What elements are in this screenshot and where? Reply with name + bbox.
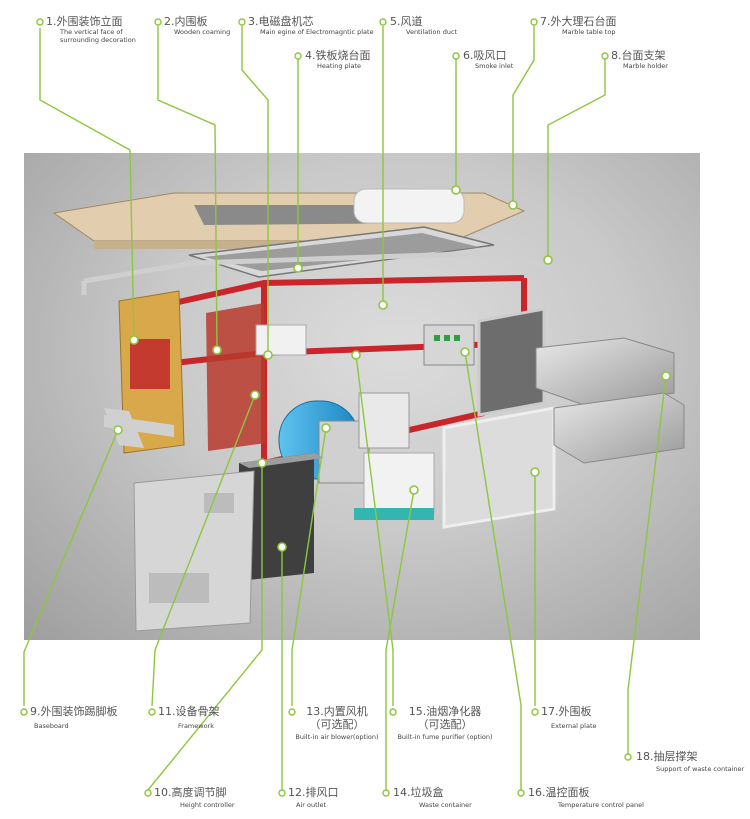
fume-purifier	[358, 392, 410, 449]
label-en: Smoke inlet	[475, 62, 514, 70]
label-1-surrounding-decoration: 1.外围装饰立面 The vertical face of surroundin…	[46, 15, 136, 44]
label-cn: 4.铁板烧台面	[305, 49, 371, 62]
label-en: Framework	[178, 722, 214, 730]
exploded-view-illustration	[24, 153, 700, 640]
label-3-electromagnetic-core: 3.电磁盘机芯 Main egine of Electromagntic pla…	[248, 15, 374, 36]
label-4-heating-plate: 4.铁板烧台面 Heating plate	[305, 49, 371, 70]
label-cn: 3.电磁盘机芯	[248, 15, 314, 28]
electromagnetic-core	[255, 324, 307, 356]
label-en: Heating plate	[317, 62, 361, 70]
label-cn: 8.台面支架	[611, 49, 666, 62]
equipment-drawing	[52, 188, 685, 632]
label-13-air-blower: 13.内置风机 （可选配） Built-in air blower(option…	[287, 705, 387, 741]
label-8-marble-holder: 8.台面支架 Marble holder	[611, 49, 668, 70]
label-en: Baseboard	[34, 722, 69, 730]
ventilation-duct	[353, 188, 465, 224]
label-en: Air outlet	[296, 801, 326, 809]
label-en: Waste container	[419, 801, 472, 809]
marble-holder	[83, 250, 545, 284]
label-cn: 15.油烟净化器	[408, 705, 482, 718]
label-en: Wooden coaming	[174, 28, 231, 36]
label-17-external-plate: 17.外围板 External plate	[541, 705, 597, 730]
label-6-smoke-inlet: 6.吸风口 Smoke inlet	[463, 49, 513, 70]
label-14-waste-container: 14.垃圾盒 Waste container	[393, 786, 472, 809]
label-en: Temperature control panel	[558, 801, 644, 809]
label-7-marble-top: 7.外大理石台面 Marble table top	[540, 15, 617, 36]
label-en: The vertical face of	[60, 28, 123, 36]
label-cn-option: （可选配）	[417, 718, 473, 731]
external-plate	[477, 307, 546, 417]
label-cn: 10.高度调节脚	[154, 786, 227, 799]
label-10-height-controller: 10.高度调节脚 Height controller	[154, 786, 235, 809]
label-5-ventilation-duct: 5.风道 Ventilation duct	[390, 15, 457, 36]
label-cn: 5.风道	[390, 15, 423, 28]
label-cn: 9.外围装饰踢脚板	[30, 705, 118, 718]
label-15-fume-purifier: 15.油烟净化器 （可选配） Built-in fume purifier (o…	[390, 705, 500, 741]
label-en: Marble holder	[623, 62, 668, 70]
label-2-wooden-coaming: 2.内围板 Wooden coaming	[164, 15, 230, 36]
label-en-line2: surrounding decoration	[60, 36, 136, 44]
label-11-framework: 11.设备骨架 Framework	[158, 705, 220, 730]
label-en: Support of waste container	[656, 765, 745, 773]
label-cn-option: （可选配）	[309, 718, 365, 731]
label-cn: 12.排风口	[288, 786, 339, 799]
external-plate-front	[442, 406, 556, 529]
label-cn: 18.抽层撑架	[636, 750, 698, 763]
label-en: Built-in air blower(option)	[295, 733, 379, 741]
label-en: Marble table top	[562, 28, 616, 36]
label-cn: 2.内围板	[164, 15, 208, 28]
label-cn: 11.设备骨架	[158, 705, 220, 718]
label-en: Main egine of Electromagntic plate	[260, 28, 374, 36]
label-cn: 1.外围装饰立面	[46, 15, 123, 28]
label-cn: 6.吸风口	[463, 49, 507, 62]
label-cn: 13.内置风机	[306, 705, 368, 718]
baseboard-left	[133, 470, 255, 632]
label-cn: 7.外大理石台面	[540, 15, 617, 28]
label-cn: 17.外围板	[541, 705, 592, 718]
label-en: Ventilation duct	[406, 28, 458, 36]
label-cn: 16.温控面板	[528, 786, 590, 799]
label-12-air-outlet: 12.排风口 Air outlet	[288, 786, 339, 809]
temperature-panel	[423, 324, 475, 366]
label-en: External plate	[551, 722, 597, 730]
label-16-temperature-panel: 16.温控面板 Temperature control panel	[528, 786, 644, 809]
label-en: Height controller	[180, 801, 235, 809]
label-cn: 14.垃圾盒	[393, 786, 444, 799]
label-en: Built-in fume purifier (option)	[397, 733, 493, 741]
label-9-baseboard: 9.外围装饰踢脚板 Baseboard	[30, 705, 118, 730]
waste-drawer-bottom	[553, 392, 685, 464]
label-18-waste-support: 18.抽层撑架 Support of waste container	[636, 750, 744, 773]
